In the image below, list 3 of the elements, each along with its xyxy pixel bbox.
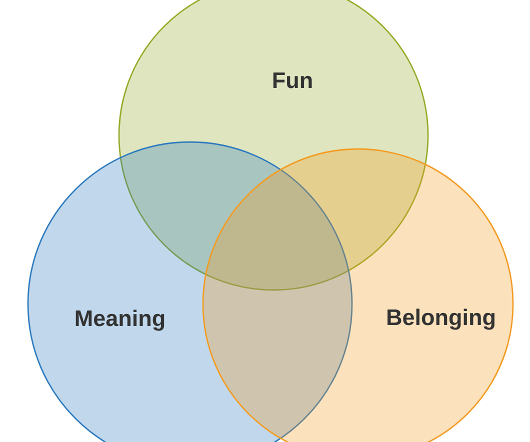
set-label: Meaning (76, 310, 164, 331)
set-label: Fun (273, 72, 312, 88)
set-label: Belonging (388, 308, 495, 330)
